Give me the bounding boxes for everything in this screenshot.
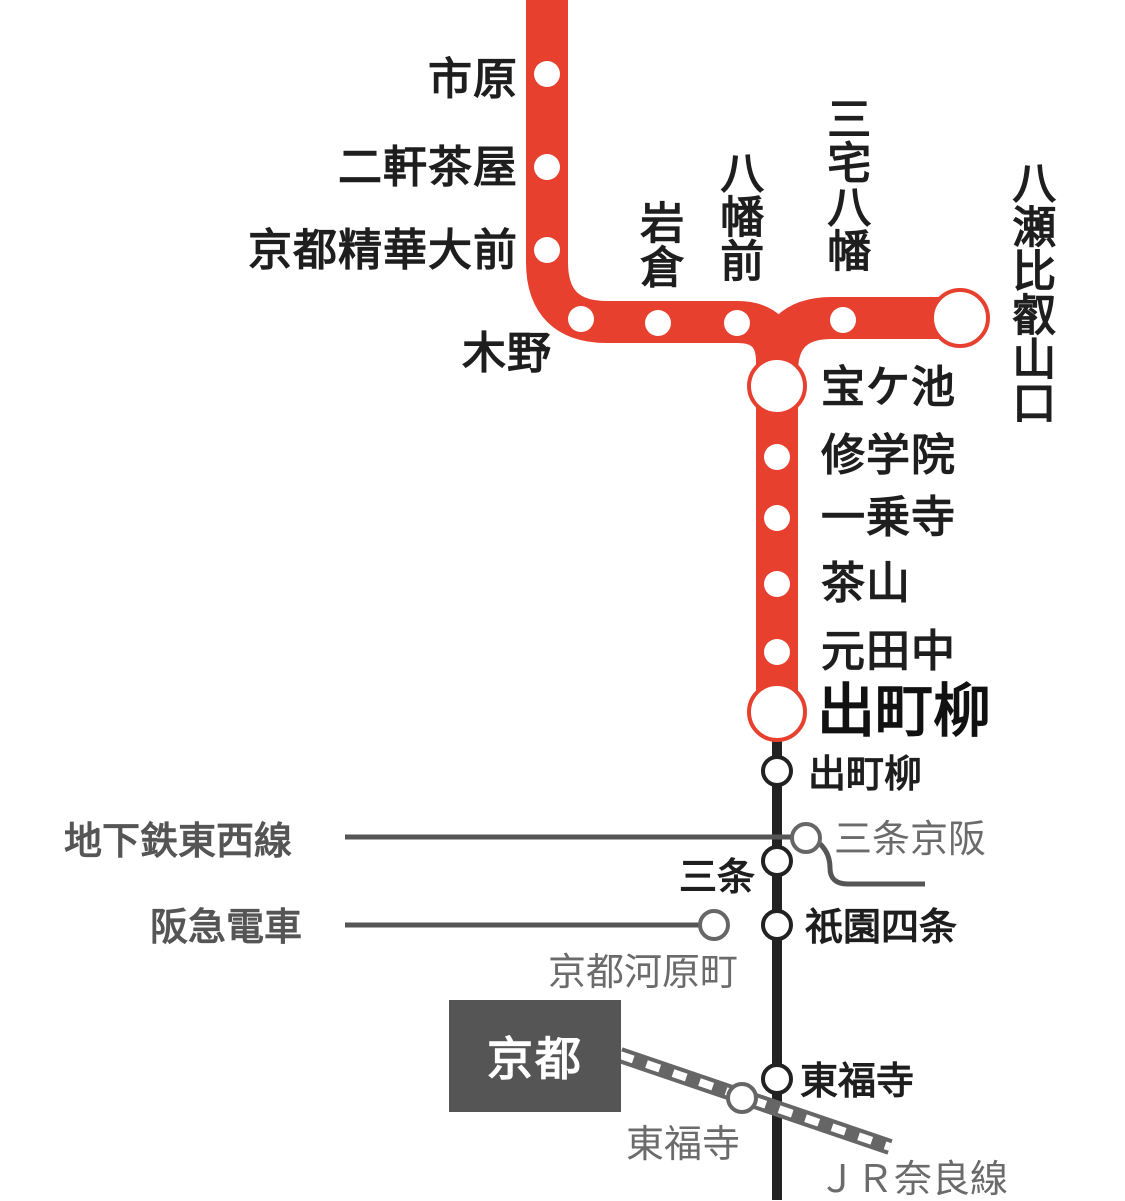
station-label-ichijoji: 一乗寺 <box>821 492 956 543</box>
station-dot-mototanaka[interactable] <box>764 639 790 665</box>
station-dot-yase-hieizanguchi[interactable] <box>930 288 990 348</box>
station-dot-kyoto-seika-daimae[interactable] <box>534 237 560 263</box>
station-label-kyoto-kawaramachi: 京都河原町 <box>547 950 738 994</box>
station-label-iwakura: 岩倉 <box>632 200 684 288</box>
kyoto-station-label: 京都 <box>487 1032 583 1086</box>
station-label-kino: 木野 <box>462 328 552 379</box>
station-dot-chayama[interactable] <box>764 571 790 597</box>
station-label-tofukuji-jr: 東福寺 <box>626 1122 741 1166</box>
station-dot-nikenchaya[interactable] <box>534 154 560 180</box>
line-label-subway-tozai: 地下鉄東西線 <box>64 819 293 863</box>
station-dot-ichijoji[interactable] <box>764 505 790 531</box>
station-dot-tofukuji-jr[interactable] <box>726 1082 758 1114</box>
station-label-nikenchaya: 二軒茶屋 <box>338 142 518 193</box>
sanjo-keihan-connector <box>813 837 925 887</box>
station-label-ichihara: 市原 <box>428 54 518 105</box>
station-dot-hachiman-mae[interactable] <box>724 310 750 336</box>
station-label-yase-hieizanguchi: 八瀬比叡山口 <box>1004 160 1056 424</box>
keihan-station-dots <box>761 755 793 1095</box>
transfer-station-dots <box>698 822 822 1114</box>
station-label-chayama: 茶山 <box>821 558 911 609</box>
station-dot-demachiyanagi-eizan[interactable] <box>747 682 807 742</box>
station-dot-sanjo-keihan[interactable] <box>790 822 822 854</box>
station-dot-kino[interactable] <box>568 306 594 332</box>
station-dot-demachiyanagi-keihan[interactable] <box>761 755 793 787</box>
line-label-jr-nara: ＪＲ奈良線 <box>818 1157 1009 1201</box>
station-label-shugakuin: 修学院 <box>821 430 956 481</box>
station-label-takaragaike: 宝ケ池 <box>821 362 956 413</box>
station-label-mototanaka: 元田中 <box>821 626 956 677</box>
eizan-main-line <box>526 0 798 712</box>
station-dot-shugakuin[interactable] <box>764 444 790 470</box>
station-label-miyake-hachiman: 三宅八幡 <box>819 96 871 272</box>
station-label-kyoto-seika-daimae: 京都精華大前 <box>248 225 518 276</box>
station-label-demachiyanagi-keihan: 出町柳 <box>808 752 923 796</box>
station-label-sanjo-keihan: 三条京阪 <box>834 817 987 861</box>
station-dot-sanjo[interactable] <box>761 845 793 877</box>
station-label-gion-shijo: 祇園四条 <box>805 905 958 949</box>
station-dot-ichihara[interactable] <box>534 61 560 87</box>
station-label-tofukuji-keihan: 東福寺 <box>800 1059 915 1103</box>
station-dot-miyake-hachiman[interactable] <box>830 307 856 333</box>
station-dot-kyoto-kawaramachi[interactable] <box>698 909 730 941</box>
station-dot-takaragaike[interactable] <box>747 356 807 416</box>
kyoto-station-box[interactable]: 京都 <box>449 1000 621 1112</box>
eizan-station-dots <box>534 61 856 665</box>
station-label-hachiman-mae: 八幡前 <box>712 150 764 282</box>
station-dot-iwakura[interactable] <box>645 310 671 336</box>
station-dot-tofukuji-keihan[interactable] <box>761 1063 793 1095</box>
line-label-hankyu: 阪急電車 <box>150 905 303 949</box>
eizan-major-stations <box>747 288 990 742</box>
station-label-demachiyanagi-eizan: 出町柳 <box>817 677 992 745</box>
station-dot-gion-shijo[interactable] <box>761 909 793 941</box>
station-label-sanjo: 三条 <box>678 855 755 899</box>
